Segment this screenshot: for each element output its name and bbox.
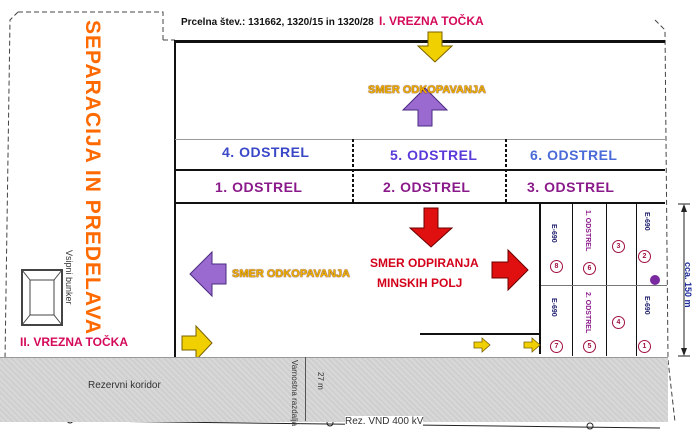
reserve-corridor-label: Rezervni koridor <box>88 380 161 391</box>
power-line-label: Rez. VND 400 kV <box>345 416 424 427</box>
field-col-a <box>572 204 573 356</box>
blast-1-label: 1. ODSTREL <box>215 179 303 195</box>
opening-right-arrow-icon <box>491 248 529 292</box>
reserve-corridor <box>0 357 668 422</box>
protection-zone-label: Varnostna razdalja <box>290 360 299 427</box>
field-number-5: 5 <box>583 340 596 353</box>
small-arrow-2-icon <box>523 337 541 353</box>
field-number-3: 3 <box>612 240 625 253</box>
lower-blast-row-bottom <box>175 202 665 204</box>
field-number-1: 1 <box>638 340 651 353</box>
field-odstrel-2: 2. ODSTREL <box>584 292 591 334</box>
dimension-label: cca. 150 m <box>683 262 693 308</box>
left-boundary-line <box>174 40 176 357</box>
blast-6-label: 6. ODSTREL <box>530 147 618 163</box>
excavation-up-arrow-icon <box>401 87 449 127</box>
bunker-label: Vsipni bunker <box>64 250 74 305</box>
field-mid-line <box>541 285 667 286</box>
blast-4-label: 4. ODSTREL <box>222 144 310 160</box>
blast-5-label: 5. ODSTREL <box>390 147 478 163</box>
field-number-7: 7 <box>550 340 563 353</box>
opening-direction-label-2: MINSKIH POLJ <box>377 276 463 290</box>
field-e690-2: E-690 <box>643 212 650 231</box>
entry-point-2-label: II. VREZNA TOČKA <box>20 335 129 349</box>
excavation-direction-top-label: SMER ODKOPAVANJA <box>368 84 486 96</box>
small-arrow-1-icon <box>473 337 491 353</box>
field-number-2: 2 <box>638 250 651 263</box>
field-number-8: 8 <box>550 260 563 273</box>
field-number-6: 6 <box>583 262 596 275</box>
field-bottom-line <box>420 333 540 335</box>
blast-2-label: 2. ODSTREL <box>383 179 471 195</box>
upper-blast-row-bottom <box>175 169 665 171</box>
field-e690-1: E-690 <box>550 224 557 243</box>
excavation-direction-left-label: SMER ODKOPAVANJA <box>232 268 350 280</box>
field-e690-4: E-690 <box>643 296 650 315</box>
blast-divider-1 <box>352 139 354 204</box>
opening-down-arrow-icon <box>408 207 454 248</box>
field-number-4: 4 <box>612 316 625 329</box>
entry-2-arrow-icon <box>181 324 213 362</box>
field-e690-3: E-690 <box>550 298 557 317</box>
field-col-b <box>606 204 607 356</box>
opening-direction-label-1: SMER ODPIRANJA <box>370 256 479 270</box>
entry-point-1-label: I. VREZNA TOČKA <box>379 14 484 28</box>
excavation-left-arrow-icon <box>189 250 227 298</box>
protection-zone-line <box>305 357 306 421</box>
upper-blast-row-top <box>175 139 665 140</box>
field-col-c <box>636 204 637 356</box>
blast-3-label: 3. ODSTREL <box>527 179 615 195</box>
top-boundary-line <box>175 40 665 43</box>
entry-1-arrow-icon <box>416 31 454 63</box>
page-title: SEPARACIJA IN PREDELAVA <box>81 20 104 336</box>
field-odstrel-1: 1. ODSTREL <box>584 210 591 252</box>
blast-divider-2 <box>505 139 507 204</box>
parcel-numbers: Prcelna štev.: 131662, 1320/15 in 1320/2… <box>181 17 374 28</box>
field-boundary-left <box>539 204 541 354</box>
dim-27-label: 27 m <box>316 372 325 390</box>
